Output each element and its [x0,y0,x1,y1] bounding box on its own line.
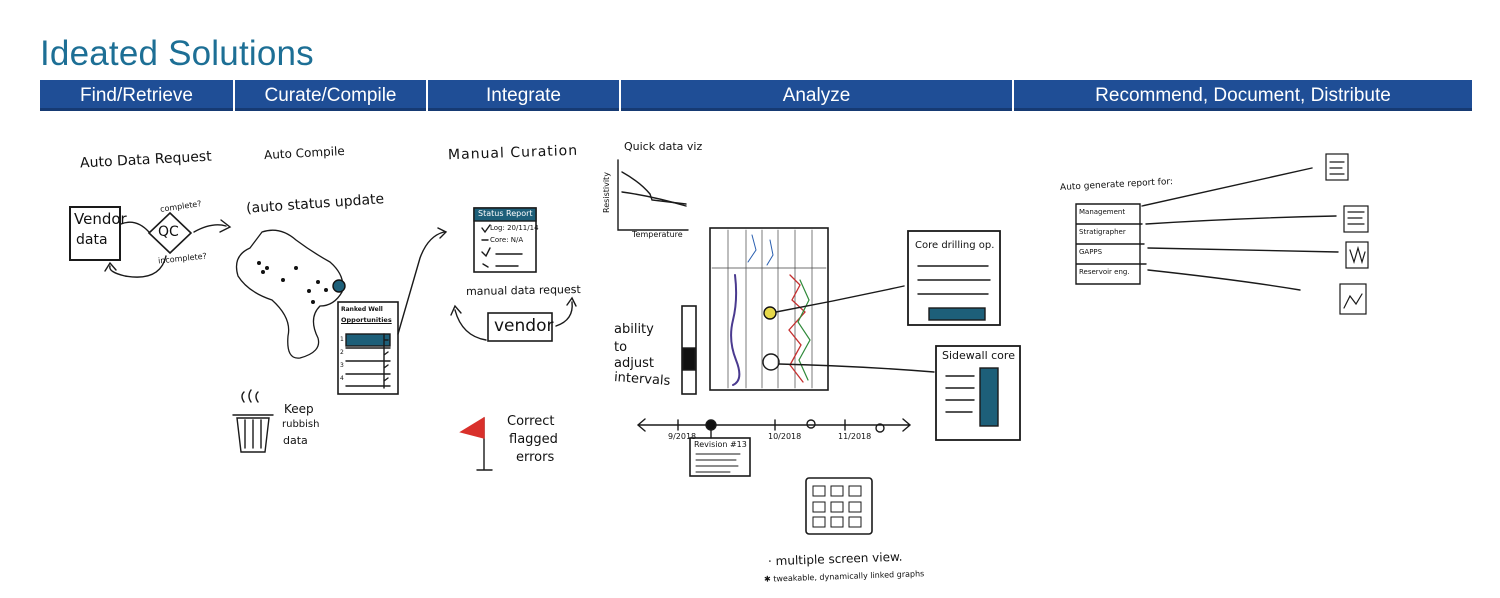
temperature-axis-label: Temperature [632,230,683,239]
phase-curate-compile: Curate/Compile [235,80,428,111]
status-report-header [473,207,537,222]
ability-line2: to [614,340,628,355]
phase-find-retrieve: Find/Retrieve [40,80,235,111]
core-marker [763,306,777,320]
map-wells [257,261,328,304]
log-trace-red [788,274,806,383]
ranked-arrow [397,227,448,335]
phase-analyze: Analyze [621,80,1014,111]
manual-loop-right [555,296,577,327]
rank-num-3: 3 [340,362,344,369]
log-trace-green [797,279,811,381]
page-title: Ideated Solutions [40,34,314,73]
ranked-rows [345,333,391,389]
sidewall-core-label: Sidewall core [942,349,1015,362]
revision-card [689,437,751,477]
timeline-point-3 [875,423,885,433]
status-report-title: Status Report [478,209,533,218]
quick-viz-axes [617,159,689,231]
core-drilling-card [907,230,1001,326]
phase-recommend: Recommend, Document, Distribute [1014,80,1472,111]
map-selected-well [332,279,346,293]
audience-stratigrapher: Stratigrapher [1079,228,1126,236]
flag-text-line2: flagged [509,432,558,447]
flag-text-line1: Correct [507,414,555,429]
core-link [775,285,905,313]
sidewall-link [778,363,935,373]
rank-num-2: 2 [340,349,344,356]
ranked-row-1 [345,333,391,347]
interval-handle [682,347,696,371]
audience-reservoir: Reservoir eng. [1079,268,1130,276]
map-outline [235,229,344,359]
ranked-list-card [337,301,399,395]
quick-viz-curve1 [621,171,687,205]
timeline-ticks [677,419,846,431]
report-doc-icons [1325,153,1369,315]
flag-icon [459,416,485,439]
vendor-label: vendor [494,316,554,336]
status-line-core: Core: N/A [490,236,524,244]
core-drilling-label: Core drilling op. [915,240,995,251]
manual-loop-left [450,304,487,341]
report-links [1141,167,1339,291]
core-card-button [928,307,986,321]
vendor-data-box [69,206,121,261]
status-checks [481,224,523,268]
log-trace-purple [730,274,741,386]
status-line-log: Log: 20/11/14 [490,224,539,232]
qc-arrow-right [193,219,232,233]
revision-lines [695,453,741,473]
keep-line3: data [283,434,308,447]
vendor-box-line1: Vendor [74,210,127,228]
rank-num-4: 4 [340,375,344,382]
audience-management: Management [1079,208,1126,216]
sidewall-card [935,345,1021,441]
qc-label: QC [158,224,179,240]
manual-request-label: manual data request [465,282,581,299]
timeline-label-nov: 11/2018 [838,432,872,441]
log-trace-blue [747,234,774,266]
sidewall-lines [945,375,975,413]
multi-view-thumbs [812,485,862,528]
phase-header-bar: Find/Retrieve Curate/Compile Integrate A… [40,80,1472,111]
multi-view-card [805,477,873,535]
rank-num-1: 1 [340,336,344,343]
phase-integrate: Integrate [428,80,621,111]
resistivity-axis-label: Resistivity [601,172,611,213]
timeline-axis [636,418,912,432]
vendor-box-line2: data [76,232,108,248]
manual-vendor-box [487,312,553,342]
qc-link [120,221,150,233]
timeline-point-2 [806,419,816,429]
ability-line3: adjust [614,356,654,371]
timeline-label-oct: 10/2018 [768,432,802,441]
trash-can-icon [232,389,274,453]
interval-slider [681,305,697,395]
flag-text-line3: errors [516,450,555,465]
sidewall-marker [762,353,780,371]
sidewall-core-bar [979,367,999,427]
log-panel [709,227,829,391]
ranked-title-line2: Opportunities [341,316,392,324]
keep-line1: Keep [284,402,314,416]
quick-viz-curve2 [621,191,687,207]
quick-viz-label: Quick data viz [624,140,703,153]
timeline-active-point [705,419,717,431]
qc-diamond [147,211,193,255]
timeline-label-sep: 9/2018 [668,432,697,441]
qc-loop-arrow [104,255,167,278]
audience-list [1075,203,1147,285]
ranked-title-line1: Ranked Well [341,306,383,313]
ability-line1: ability [614,322,654,337]
audience-gapps: GAPPS [1079,248,1103,256]
keep-line2: rubbish [282,419,320,430]
revision-label: Revision #13 [694,440,747,449]
core-card-lines [917,265,991,295]
